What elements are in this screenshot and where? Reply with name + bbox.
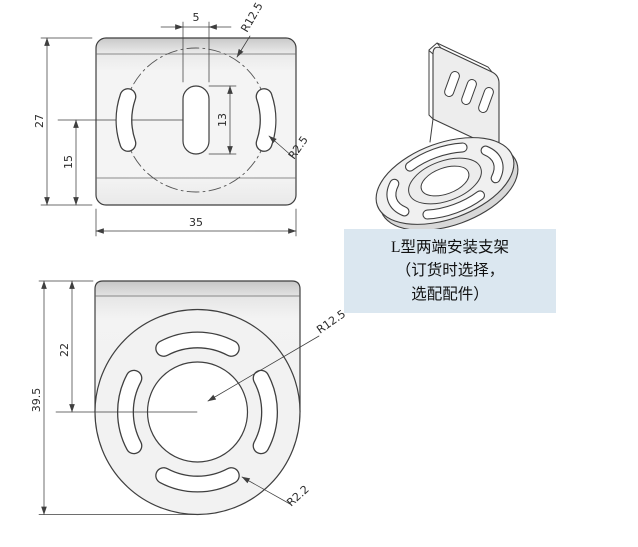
left-arc-slot [116, 89, 136, 151]
iso-flange-slot [478, 87, 494, 113]
dimension-slot-radius-top [268, 135, 294, 158]
iso-caption-line2: （订货时选择， [395, 262, 505, 280]
iso-flange-side-edge [428, 42, 438, 120]
iso-arc-slot [423, 191, 484, 219]
iso-flange-slot [444, 71, 460, 97]
dimension-overall-width [95, 208, 297, 237]
dimension-center-offset [55, 280, 198, 413]
top-view-center-slot [182, 85, 210, 155]
dimension-overall-height-top [40, 37, 93, 206]
dimension-circle-radius [236, 35, 251, 58]
dim-text-slot-length: 13 [216, 113, 229, 127]
iso-center-hole [420, 165, 470, 197]
dimension-slot-width [160, 21, 232, 83]
iso-caption-box: L型两端安装支架 （订货时选择， 选配配件） [344, 229, 556, 313]
iso-flange-top-edge [436, 42, 493, 73]
top-arc-slot [156, 332, 239, 356]
dimension-overall-height-front [38, 280, 201, 515]
bottom-arc-slot [156, 468, 239, 492]
dim-text-overall-height-front: 39.5 [30, 388, 43, 413]
iso-arc-slot [481, 146, 503, 183]
top-view: 5 R12.5 27 15 13 R2.5 [33, 0, 311, 237]
dim-text-center-offset: 22 [58, 343, 71, 357]
dim-text-slot-radius-front: R2.2 [284, 483, 311, 509]
iso-plate [375, 137, 519, 231]
right-arc-slot [256, 89, 276, 151]
iso-caption-line3: 选配配件） [411, 285, 489, 303]
dimension-slot-length [208, 85, 237, 155]
dim-text-circle-radius: R12.5 [238, 0, 265, 34]
dim-text-center-height: 15 [62, 155, 75, 169]
right-arc-slot [253, 371, 277, 453]
iso-arc-slot [406, 143, 467, 171]
iso-flange [428, 42, 500, 165]
dim-text-overall-height-top: 27 [33, 114, 46, 128]
dim-text-ring-radius: R12.5 [314, 307, 348, 336]
dimension-ring-radius [207, 335, 320, 402]
dimension-slot-radius-front [241, 476, 291, 505]
iso-arc-slot [387, 179, 409, 216]
dim-text-overall-width: 35 [189, 216, 203, 229]
dim-text-slot-width: 5 [193, 11, 200, 24]
iso-flange-slot [461, 79, 477, 105]
iso-caption-line1: L型两端安装支架 [391, 239, 509, 257]
iso-view [375, 42, 519, 231]
front-view: 22 39.5 R12.5 R2.2 [30, 280, 348, 516]
